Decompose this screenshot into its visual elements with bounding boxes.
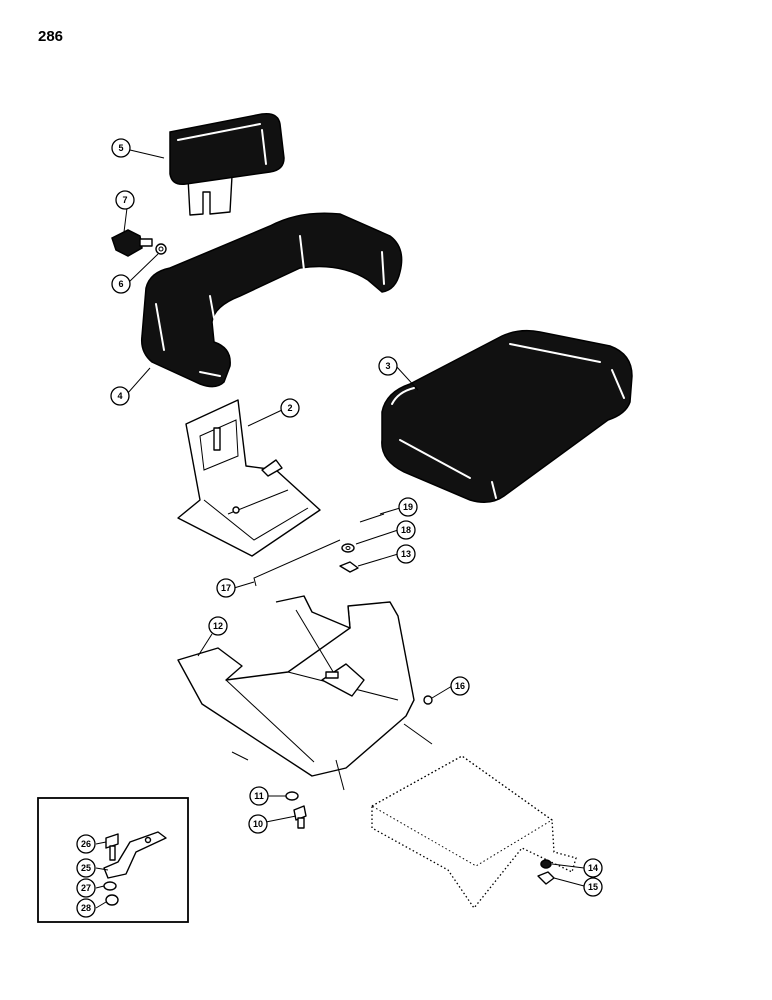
svg-text:17: 17	[221, 583, 231, 593]
svg-text:27: 27	[81, 883, 91, 893]
callout-5: 5	[111, 138, 131, 158]
svg-text:13: 13	[401, 549, 411, 559]
callout-18: 18	[396, 520, 416, 540]
plug-part	[423, 695, 433, 705]
callout-13: 13	[396, 544, 416, 564]
svg-text:6: 6	[118, 279, 123, 289]
callout-12: 12	[208, 616, 228, 636]
svg-text:2: 2	[287, 403, 292, 413]
callout-4: 4	[110, 386, 130, 406]
rod-part	[253, 539, 341, 587]
svg-text:12: 12	[213, 621, 223, 631]
callout-17: 17	[216, 578, 236, 598]
svg-text:7: 7	[122, 195, 127, 205]
page-number: 286	[38, 28, 64, 45]
svg-text:14: 14	[588, 863, 598, 873]
washer-nut-parts	[537, 859, 555, 885]
svg-text:10: 10	[253, 819, 263, 829]
callout-27: 27	[76, 878, 96, 898]
callout-2: 2	[280, 398, 300, 418]
callout-16: 16	[450, 676, 470, 696]
bolt-washer-parts	[285, 791, 307, 829]
back-bracket-part	[177, 399, 321, 557]
backrest-part	[140, 212, 403, 388]
svg-text:26: 26	[81, 839, 91, 849]
callout-14: 14	[583, 858, 603, 878]
pin-washer-clip-parts	[339, 513, 385, 573]
callout-19: 19	[398, 497, 418, 517]
seat-cushion-part	[381, 329, 633, 503]
svg-text:4: 4	[117, 391, 122, 401]
callout-7: 7	[115, 190, 135, 210]
seat-frame-part	[177, 595, 433, 791]
callout-26: 26	[76, 834, 96, 854]
svg-text:16: 16	[455, 681, 465, 691]
svg-text:28: 28	[81, 903, 91, 913]
svg-text:15: 15	[588, 882, 598, 892]
callout-11: 11	[249, 786, 269, 806]
knob-part	[111, 229, 167, 257]
svg-text:18: 18	[401, 525, 411, 535]
svg-text:3: 3	[385, 361, 390, 371]
callout-6: 6	[111, 274, 131, 294]
callout-3: 3	[378, 356, 398, 376]
svg-text:11: 11	[254, 791, 264, 801]
svg-text:19: 19	[403, 502, 413, 512]
svg-text:5: 5	[118, 143, 123, 153]
svg-text:25: 25	[81, 863, 91, 873]
mount-plate-part	[370, 755, 577, 910]
headrest-part	[169, 112, 285, 216]
callout-10: 10	[248, 814, 268, 834]
leader-lines	[95, 149, 585, 909]
inset-detail-box	[37, 797, 189, 923]
callout-15: 15	[583, 877, 603, 897]
callout-28: 28	[76, 898, 96, 918]
callout-25: 25	[76, 858, 96, 878]
